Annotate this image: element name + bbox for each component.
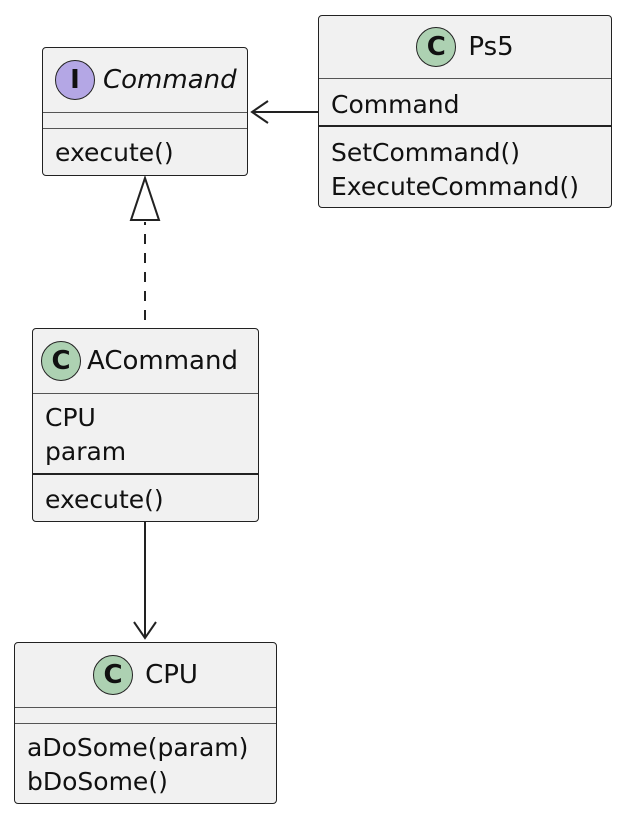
divider (43, 128, 247, 129)
class-name: Command (103, 65, 237, 95)
divider (43, 112, 247, 113)
class-header: C CPU (15, 643, 276, 707)
realization-triangle (129, 174, 161, 221)
field: CPU (45, 403, 96, 432)
class-badge-icon: C (41, 341, 81, 381)
class-header: I Command (43, 48, 247, 112)
method: execute() (45, 485, 164, 514)
divider (15, 723, 276, 724)
field: Command (331, 90, 460, 119)
class-name: ACommand (87, 346, 238, 376)
class-badge-icon: C (93, 655, 134, 695)
field: param (45, 437, 127, 466)
method: execute() (55, 138, 174, 167)
arrowhead-command (250, 100, 269, 124)
divider (15, 707, 276, 708)
class-ps5[interactable]: C Ps5 Command SetCommand() ExecuteComman… (318, 15, 612, 208)
class-cpu[interactable]: C CPU aDoSome(param) bDoSome() (14, 642, 277, 804)
method: ExecuteCommand() (331, 172, 579, 201)
divider (33, 393, 258, 394)
method: aDoSome(param) (27, 733, 249, 762)
divider (319, 125, 611, 127)
arrowhead-cpu (133, 621, 157, 640)
method: SetCommand() (331, 138, 521, 167)
class-name: CPU (145, 660, 198, 690)
class-acommand[interactable]: C ACommand CPU param execute() (32, 328, 259, 522)
interface-badge-icon: I (55, 60, 95, 100)
class-badge-icon: C (416, 27, 457, 67)
class-header: C Ps5 (319, 16, 611, 78)
divider (319, 78, 611, 79)
class-command[interactable]: I Command execute() (42, 47, 248, 176)
method: bDoSome() (27, 767, 168, 796)
divider (33, 473, 258, 475)
class-header: C ACommand (33, 329, 258, 393)
class-name: Ps5 (468, 32, 514, 62)
